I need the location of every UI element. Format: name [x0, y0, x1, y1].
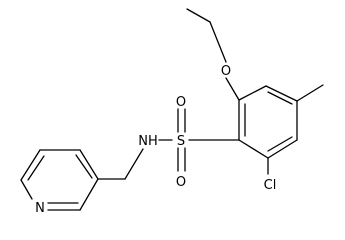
atom-label-chlorine: Cl: [264, 178, 277, 193]
bond-py-c6-n: [20, 179, 33, 200]
bond-ring-c4-c5-inner: [267, 136, 293, 152]
bond-group: [20, 8, 324, 211]
bond-py-c3-c4-inner: [75, 154, 93, 179]
bond-ethyl-ch2-o: [209, 21, 227, 63]
bond-py-c5-c6: [20, 149, 41, 181]
bond-ethyl-ch3-ch2: [186, 8, 211, 23]
bond-nh-ch2: [124, 148, 144, 180]
atom-label-sulfonyl-oxygen-top: O: [176, 95, 186, 110]
bond-py-c2-c3: [79, 178, 99, 211]
atom-label-sulfonyl-oxygen-bottom: O: [176, 175, 186, 190]
bond-ring-c2-c3: [265, 85, 298, 102]
bond-py-c5-c6-inner: [27, 155, 45, 181]
bond-py-c3-c4: [79, 149, 99, 180]
atom-label-pyridine-nitrogen: N: [35, 201, 45, 216]
atom-label-sulfur: S: [177, 134, 185, 149]
atom-label-nh: NH: [138, 134, 158, 149]
bond-ring-c1-c2: [238, 85, 267, 101]
bond-ring-c5-c6: [238, 139, 269, 159]
bond-ring-c2-c3-inner: [267, 91, 293, 105]
molecule-diagram: O O S O NH Cl N: [20, 8, 324, 216]
bond-ring-c4-c5: [267, 139, 298, 159]
bond-o-ring: [225, 77, 240, 101]
atom-label-ring-oxygen: O: [221, 64, 231, 79]
atom-labels: O O S O NH Cl N: [35, 64, 276, 216]
bond-ring-methyl: [296, 84, 324, 102]
